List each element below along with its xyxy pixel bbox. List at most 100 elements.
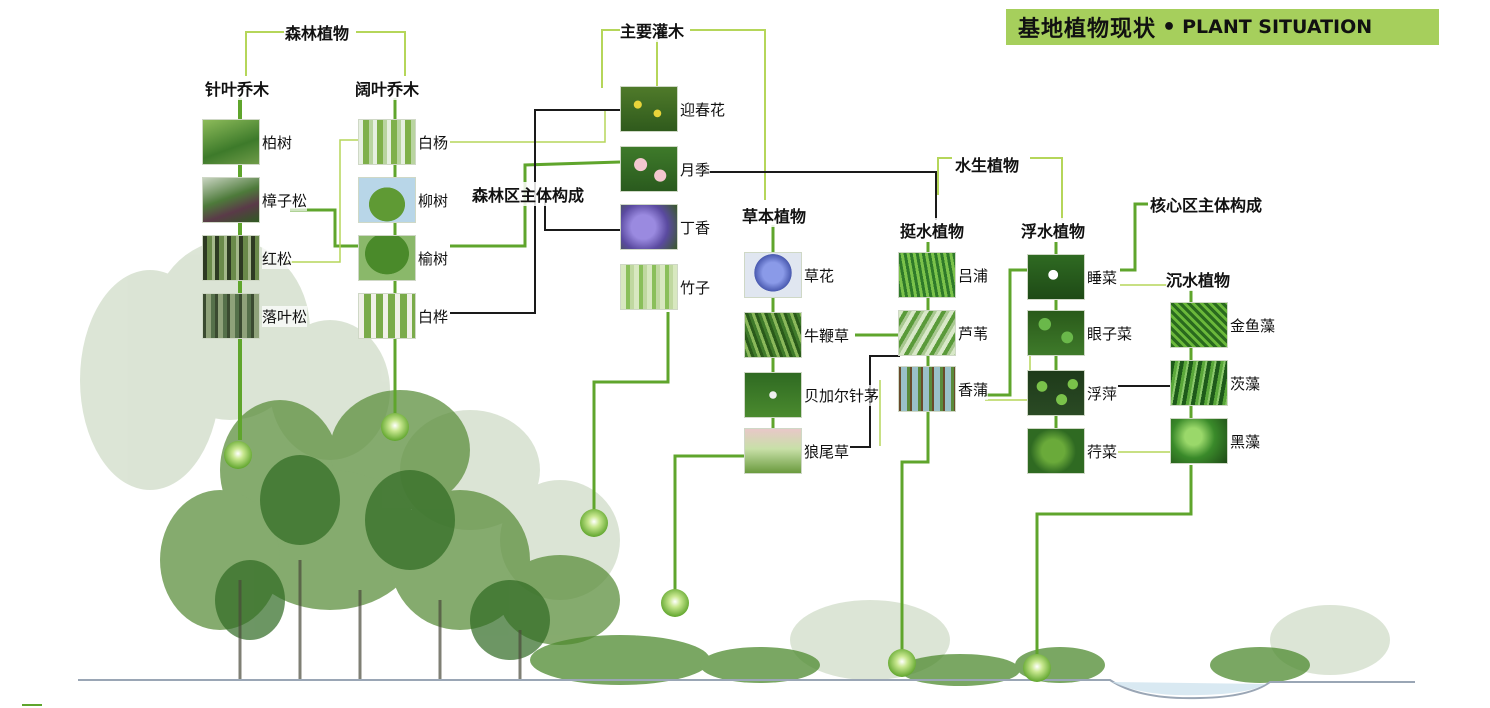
plant-photo — [202, 293, 260, 339]
plant-photo — [358, 235, 416, 281]
plant-photo — [358, 293, 416, 339]
plant-broadleaf-1: 白杨 — [358, 119, 449, 165]
plant-broadleaf-3: 榆树 — [358, 235, 449, 281]
plant-label: 眼子菜 — [1087, 322, 1133, 344]
plant-emergent-1: 吕浦 — [898, 252, 989, 298]
plant-photo — [744, 312, 802, 358]
plant-submerged-3: 黑藻 — [1170, 418, 1261, 464]
plant-photo — [898, 366, 956, 412]
plant-label: 白桦 — [418, 305, 449, 327]
plant-photo — [744, 428, 802, 474]
plant-label: 香蒲 — [958, 378, 989, 400]
plant-label: 丁香 — [680, 216, 711, 238]
category-conifer: 针叶乔木 — [205, 76, 270, 100]
plant-emergent-3: 香蒲 — [898, 366, 989, 412]
plant-submerged-1: 金鱼藻 — [1170, 302, 1276, 348]
plant-photo — [620, 264, 678, 310]
plant-floating-2: 眼子菜 — [1027, 310, 1133, 356]
plant-shrub-3: 丁香 — [620, 204, 711, 250]
plant-photo — [202, 119, 260, 165]
plant-photo — [1170, 302, 1228, 348]
category-broadleaf: 阔叶乔木 — [355, 76, 420, 100]
plant-label: 榆树 — [418, 247, 449, 269]
marker-herb-dot — [661, 589, 689, 617]
plant-emergent-2: 芦苇 — [898, 310, 989, 356]
plant-label: 茨藻 — [1230, 372, 1261, 394]
plant-photo — [744, 252, 802, 298]
plant-label: 黑藻 — [1230, 430, 1261, 452]
plant-photo — [1170, 360, 1228, 406]
category-core-zone: 核心区主体构成 — [1150, 192, 1263, 216]
category-forest-plants: 森林植物 — [285, 20, 350, 44]
plant-herb-4: 狼尾草 — [744, 428, 850, 474]
plant-shrub-1: 迎春花 — [620, 86, 726, 132]
title-en: PLANT SITUATION — [1182, 16, 1373, 38]
plant-photo — [1170, 418, 1228, 464]
category-forest-zone: 森林区主体构成 — [472, 182, 585, 206]
plant-photo — [1027, 310, 1085, 356]
category-emergent: 挺水植物 — [900, 218, 965, 242]
plant-floating-3: 浮萍 — [1027, 370, 1118, 416]
plant-label: 迎春花 — [680, 98, 726, 120]
plant-photo — [620, 204, 678, 250]
plant-photo — [202, 177, 260, 223]
plant-photo — [358, 177, 416, 223]
plant-conifer-3: 红松 — [202, 235, 293, 281]
plant-label: 狼尾草 — [804, 440, 850, 462]
plant-conifer-1: 柏树 — [202, 119, 293, 165]
plant-shrub-2: 月季 — [620, 146, 711, 192]
category-herbs: 草本植物 — [742, 203, 807, 227]
title-cn: 基地植物现状 — [1018, 17, 1157, 42]
plant-label: 浮萍 — [1087, 382, 1118, 404]
plant-broadleaf-4: 白桦 — [358, 293, 449, 339]
plant-label: 牛鞭草 — [804, 324, 850, 346]
title-separator: • — [1162, 14, 1177, 40]
category-submerged: 沉水植物 — [1166, 267, 1231, 291]
plant-label: 白杨 — [418, 131, 449, 153]
plant-photo — [1027, 254, 1085, 300]
marker-emergent-dot — [888, 649, 916, 677]
plant-floating-4: 荇菜 — [1027, 428, 1118, 474]
plant-label: 月季 — [680, 158, 711, 180]
plant-label: 睡菜 — [1087, 266, 1118, 288]
plant-submerged-2: 茨藻 — [1170, 360, 1261, 406]
category-main-shrubs: 主要灌木 — [620, 18, 685, 42]
plant-label: 红松 — [262, 247, 293, 269]
plant-herb-3: 贝加尔针茅 — [744, 372, 880, 418]
plant-label: 芦苇 — [958, 322, 989, 344]
plant-herb-2: 牛鞭草 — [744, 312, 850, 358]
plant-label: 金鱼藻 — [1230, 314, 1276, 336]
plant-label: 吕浦 — [958, 264, 989, 286]
plant-photo — [358, 119, 416, 165]
plant-label: 草花 — [804, 264, 835, 286]
marker-broadleaf-dot — [381, 413, 409, 441]
plant-photo — [898, 310, 956, 356]
category-floating: 浮水植物 — [1021, 218, 1086, 242]
plant-label: 荇菜 — [1087, 440, 1118, 462]
plant-broadleaf-2: 柳树 — [358, 177, 449, 223]
plant-herb-1: 草花 — [744, 252, 835, 298]
plant-photo — [744, 372, 802, 418]
plant-photo — [1027, 370, 1085, 416]
page-title: 基地植物现状 • PLANT SITUATION — [1006, 9, 1439, 45]
plant-photo — [202, 235, 260, 281]
plant-conifer-2: 樟子松 — [202, 177, 308, 223]
marker-floating-dot — [1023, 654, 1051, 682]
plant-label: 竹子 — [680, 276, 711, 298]
marker-conifer-dot — [224, 441, 252, 469]
plant-label: 柳树 — [418, 189, 449, 211]
marker-shrub-dot — [580, 509, 608, 537]
plant-photo — [620, 86, 678, 132]
plant-label: 柏树 — [262, 131, 293, 153]
plant-shrub-4: 竹子 — [620, 264, 711, 310]
plant-floating-1: 睡菜 — [1027, 254, 1118, 300]
plant-photo — [898, 252, 956, 298]
plant-photo — [620, 146, 678, 192]
category-aquatic: 水生植物 — [955, 152, 1020, 176]
plant-conifer-4: 落叶松 — [202, 293, 308, 339]
plant-label: 落叶松 — [262, 305, 308, 327]
plant-label: 贝加尔针茅 — [804, 384, 880, 406]
plant-label: 樟子松 — [262, 189, 308, 211]
plant-photo — [1027, 428, 1085, 474]
